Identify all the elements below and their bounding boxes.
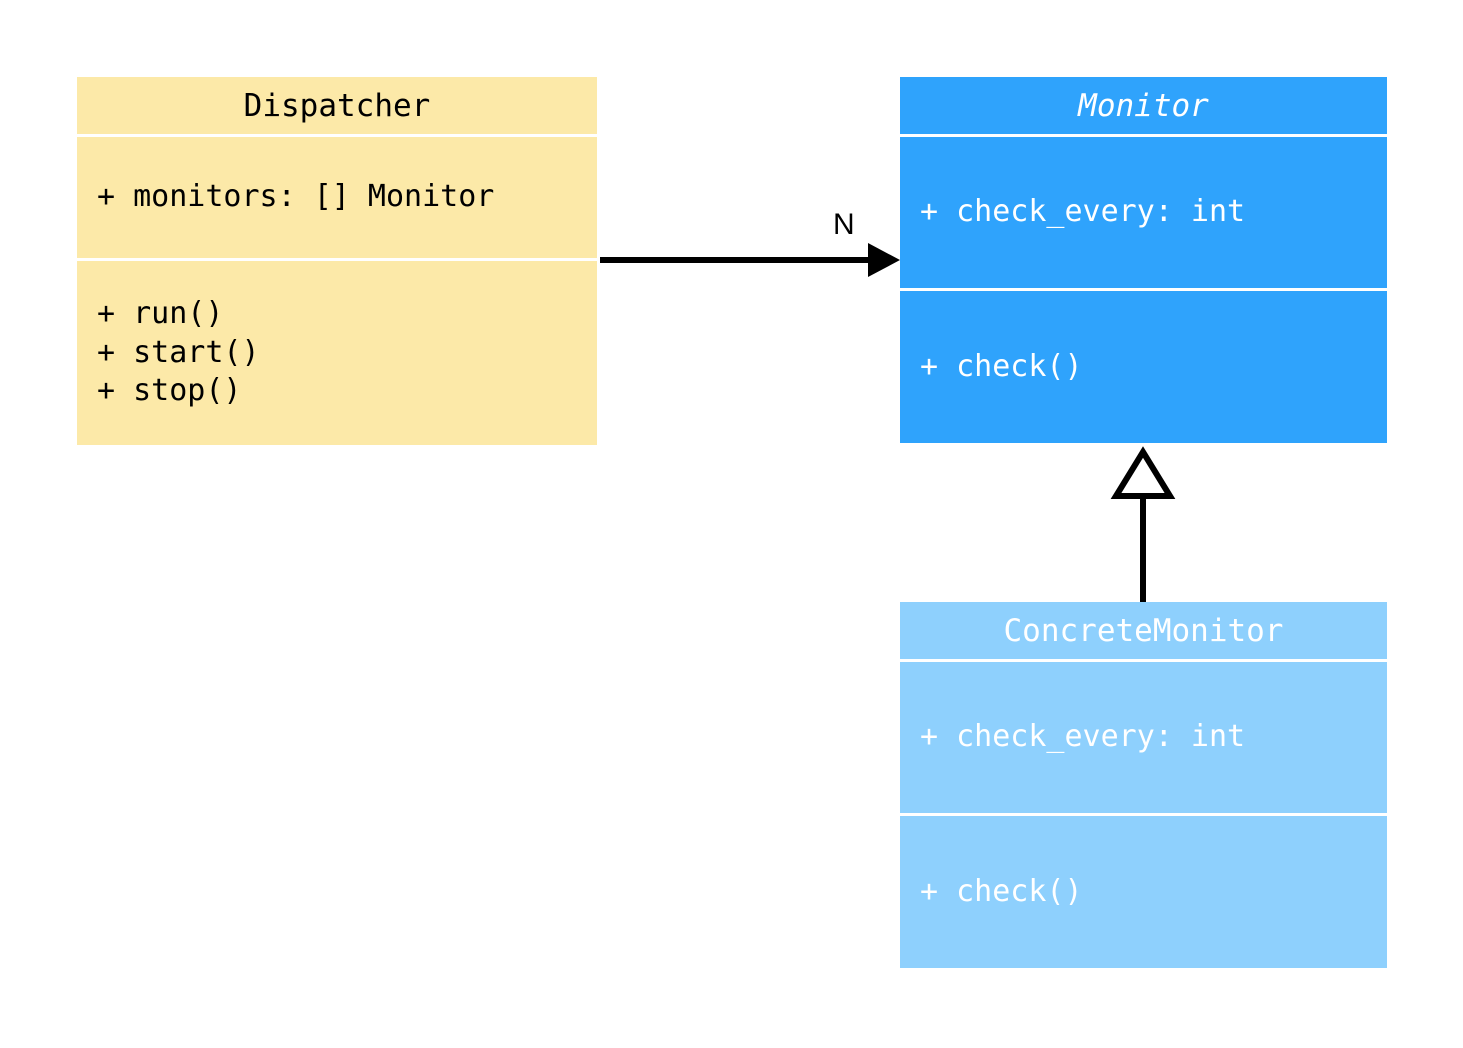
- class-attributes-concretemonitor: + check_every: int: [900, 662, 1387, 813]
- class-methods-dispatcher: + run() + start() + stop(): [77, 261, 597, 445]
- method-item: + stop(): [97, 373, 242, 409]
- method-item: + start(): [97, 334, 260, 370]
- method-item: + run(): [97, 296, 224, 332]
- class-box-concretemonitor[interactable]: ConcreteMonitor + check_every: int + che…: [900, 602, 1387, 968]
- class-name-label: Dispatcher: [243, 87, 431, 124]
- class-attributes-monitor: + check_every: int: [900, 137, 1387, 288]
- class-name-label: ConcreteMonitor: [1003, 612, 1284, 649]
- association-multiplicity-label: N: [833, 208, 855, 241]
- method-item: + check(): [920, 348, 1083, 384]
- class-name-label: Monitor: [1078, 87, 1209, 124]
- method-item: + check(): [920, 873, 1083, 909]
- class-title-monitor: Monitor: [900, 77, 1387, 134]
- attribute-item: + monitors: [] Monitor: [97, 179, 495, 215]
- class-methods-concretemonitor: + check(): [900, 816, 1387, 968]
- class-title-concretemonitor: ConcreteMonitor: [900, 602, 1387, 659]
- hollow-triangle-arrowhead-icon: [1110, 446, 1176, 499]
- generalization-concretemonitor-to-monitor: [1110, 446, 1176, 602]
- association-dispatcher-to-monitor: [600, 243, 900, 277]
- class-box-dispatcher[interactable]: Dispatcher + monitors: [] Monitor + run(…: [77, 77, 597, 445]
- attribute-item: + check_every: int: [920, 719, 1246, 755]
- class-methods-monitor: + check(): [900, 291, 1387, 443]
- class-title-dispatcher: Dispatcher: [77, 77, 597, 134]
- class-box-monitor[interactable]: Monitor + check_every: int + check(): [900, 77, 1387, 443]
- class-attributes-dispatcher: + monitors: [] Monitor: [77, 137, 597, 258]
- filled-arrowhead-icon: [868, 243, 900, 277]
- attribute-item: + check_every: int: [920, 194, 1246, 230]
